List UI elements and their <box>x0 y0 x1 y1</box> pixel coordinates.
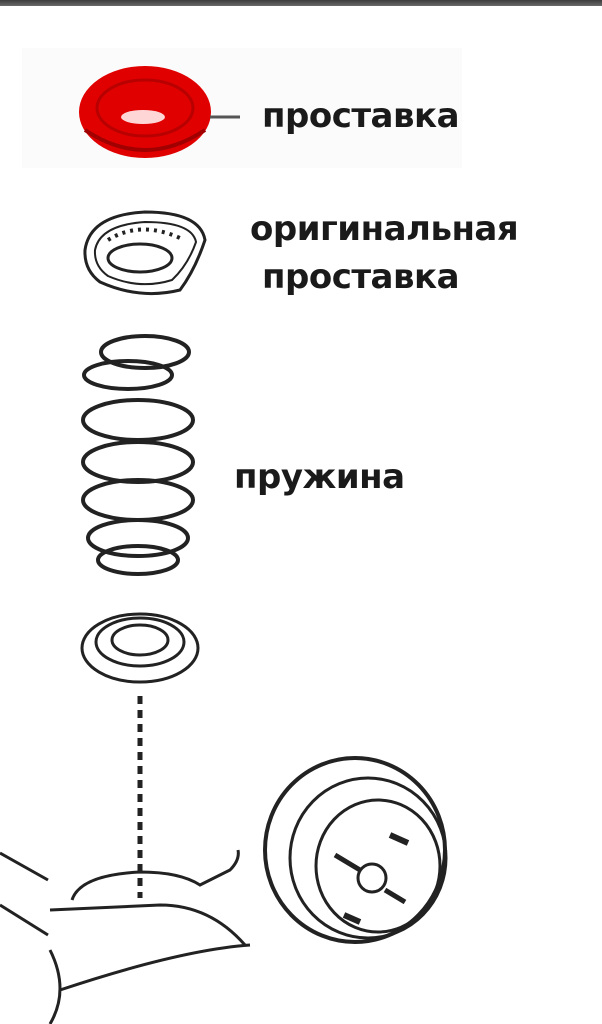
original-spacer-label-line1: оригинальная <box>250 209 519 249</box>
top-border <box>0 0 602 6</box>
spacer-label: проставка <box>262 96 460 136</box>
axle-drum-icon <box>0 756 448 1024</box>
lower-seat-icon <box>80 612 200 684</box>
spacer-icon <box>79 66 240 158</box>
original-spacer-icon <box>83 210 207 296</box>
spring-label: пружина <box>234 457 405 497</box>
spring-icon <box>81 334 195 576</box>
original-spacer-label-line2: проставка <box>262 257 460 297</box>
